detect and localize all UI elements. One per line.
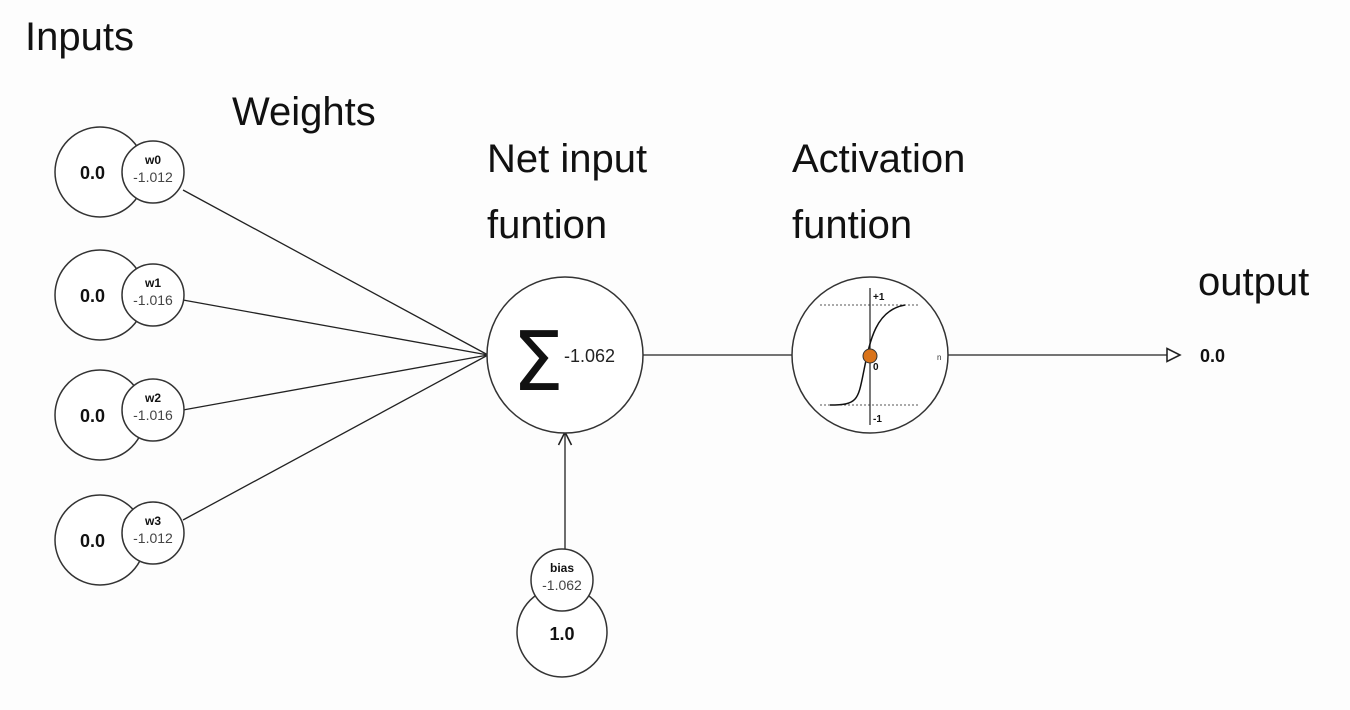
weight-circle [121,378,185,442]
net-input-heading-line2: funtion [487,203,607,247]
activation-point [862,348,878,364]
input-node-2: 0.0 w2 -1.016 [54,369,185,461]
bias-input-value: 1.0 [549,624,574,644]
input-value: 0.0 [80,286,105,306]
weight-value: -1.012 [133,530,173,546]
inputs-heading: Inputs [25,15,134,59]
weight-value: -1.012 [133,169,173,185]
net-input-node: Σ -1.062 [486,276,644,434]
activation-top-label: +1 [873,292,885,303]
bias-weight-value: -1.062 [542,577,582,593]
activation-node: +1 -1 0 n [791,276,949,434]
edge-w1-sum [182,299,489,356]
activation-zero-label: 0 [873,362,879,373]
input-value: 0.0 [80,531,105,551]
edge-w0-sum [182,189,489,356]
weights-heading: Weights [232,90,376,134]
input-value: 0.0 [80,406,105,426]
weight-circle [121,140,185,204]
output-heading: output [1198,260,1309,304]
bias-weight-circle [530,548,594,612]
sum-circle [486,276,644,434]
weight-value: -1.016 [133,292,173,308]
activation-heading-line1: Activation [792,137,965,181]
edge-w3-sum [182,354,489,521]
sigmoid-curve [829,304,906,406]
input-node-3: 0.0 w3 -1.012 [54,494,185,586]
net-input-value: -1.062 [564,346,615,366]
input-node-0: 0.0 w0 -1.012 [54,126,185,218]
output-value: 0.0 [1200,346,1225,366]
activation-axis-label: n [937,353,941,362]
weight-circle [121,263,185,327]
weight-name: w3 [144,514,161,528]
input-node-1: 0.0 w1 -1.016 [54,249,185,341]
weight-name: w0 [144,153,161,167]
activation-heading-line2: funtion [792,203,912,247]
net-input-heading-line1: Net input [487,137,647,181]
input-value: 0.0 [80,163,105,183]
weight-name: w1 [144,276,161,290]
sigma-symbol: Σ [512,315,564,410]
weight-name: w2 [144,391,161,405]
bias-node: 1.0 bias -1.062 [516,548,608,678]
edge-w2-sum [182,354,489,411]
bias-name: bias [550,561,574,575]
weight-circle [121,501,185,565]
activation-bottom-label: -1 [873,414,882,425]
weight-value: -1.016 [133,407,173,423]
